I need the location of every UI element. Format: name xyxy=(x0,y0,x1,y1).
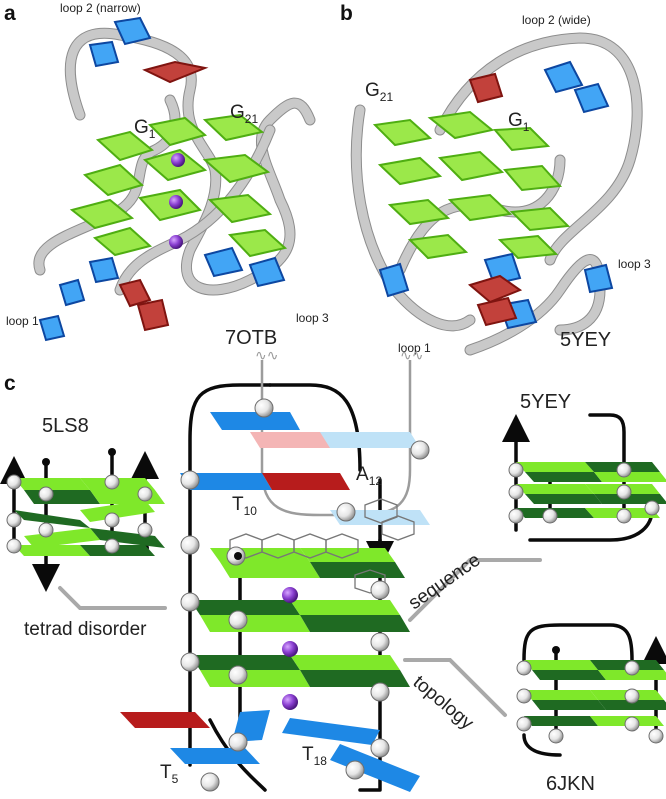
panel-c-letter: c xyxy=(4,372,16,395)
sequence-connector xyxy=(408,558,542,622)
mini-5ls8-label: 5LS8 xyxy=(42,415,89,437)
sequence-label: sequence xyxy=(405,550,485,614)
panel-a-pdb-label: 7OTB xyxy=(225,327,277,349)
central-bottom-bases xyxy=(120,710,420,792)
mini-5ls8: 5LS8 xyxy=(0,415,165,592)
a12-label: A12 xyxy=(356,464,382,488)
panel-b-loop-bases xyxy=(378,60,614,330)
central-loop-bases xyxy=(180,412,430,525)
panel-c: c ∿∿ ∿∿ xyxy=(0,347,666,795)
panel-b-loop1-label: loop 1 xyxy=(398,341,431,355)
panel-b-pdb-label: 5YEY xyxy=(560,329,611,351)
panel-a-ion-2 xyxy=(169,195,183,209)
panel-b-loop3-label: loop 3 xyxy=(618,257,651,271)
central-ion-1 xyxy=(282,587,298,603)
tetrad-disorder-connector xyxy=(58,586,167,610)
panel-a-g21-label: G21 xyxy=(230,102,258,126)
panel-a-loop3-label: loop 3 xyxy=(296,311,329,325)
panel-b-loop2-label: loop 2 (wide) xyxy=(522,13,591,27)
panel-b: b xyxy=(340,2,651,356)
panel-a-loop1-label: loop 1 xyxy=(6,314,39,328)
t18-label: T18 xyxy=(302,744,327,768)
panel-a-red-bases xyxy=(118,60,209,332)
panel-b-tetrads xyxy=(372,110,571,260)
mini-5yey-label: 5YEY xyxy=(520,391,571,413)
panel-a-ion-3 xyxy=(169,235,183,249)
t10-label: T10 xyxy=(232,494,257,518)
tetrad-disorder-label: tetrad disorder xyxy=(24,619,147,640)
panel-a-letter: a xyxy=(4,2,16,25)
panel-b-g21-label: G21 xyxy=(365,80,393,104)
topology-label: topology xyxy=(409,672,478,735)
panel-a-g1-label: G1 xyxy=(134,117,156,141)
panel-a: a xyxy=(4,1,329,349)
topology-connector xyxy=(403,658,507,717)
central-spheres xyxy=(180,398,430,792)
central-start-dot xyxy=(234,552,242,560)
panel-a-tetrads xyxy=(69,113,288,258)
panel-a-ion-1 xyxy=(171,153,185,167)
panel-b-letter: b xyxy=(340,2,353,25)
central-grey-wave-right: ∿∿ xyxy=(400,347,423,363)
panel-a-loop2-label: loop 2 (narrow) xyxy=(60,1,141,15)
t5-label: T5 xyxy=(160,762,179,786)
central-ion-2 xyxy=(282,641,298,657)
central-grey-wave-left: ∿∿ xyxy=(255,347,278,363)
panel-b-red-bases xyxy=(467,72,523,327)
panel-b-g1-label: G1 xyxy=(508,110,530,134)
mini-6jkn: 6JKN xyxy=(516,623,666,795)
central-ion-3 xyxy=(282,694,298,710)
panel-a-loop-bases xyxy=(38,16,286,342)
central-tetrads xyxy=(190,548,410,687)
mini-5yey: 5YEY xyxy=(502,391,666,542)
mini-6jkn-label: 6JKN xyxy=(546,773,595,795)
